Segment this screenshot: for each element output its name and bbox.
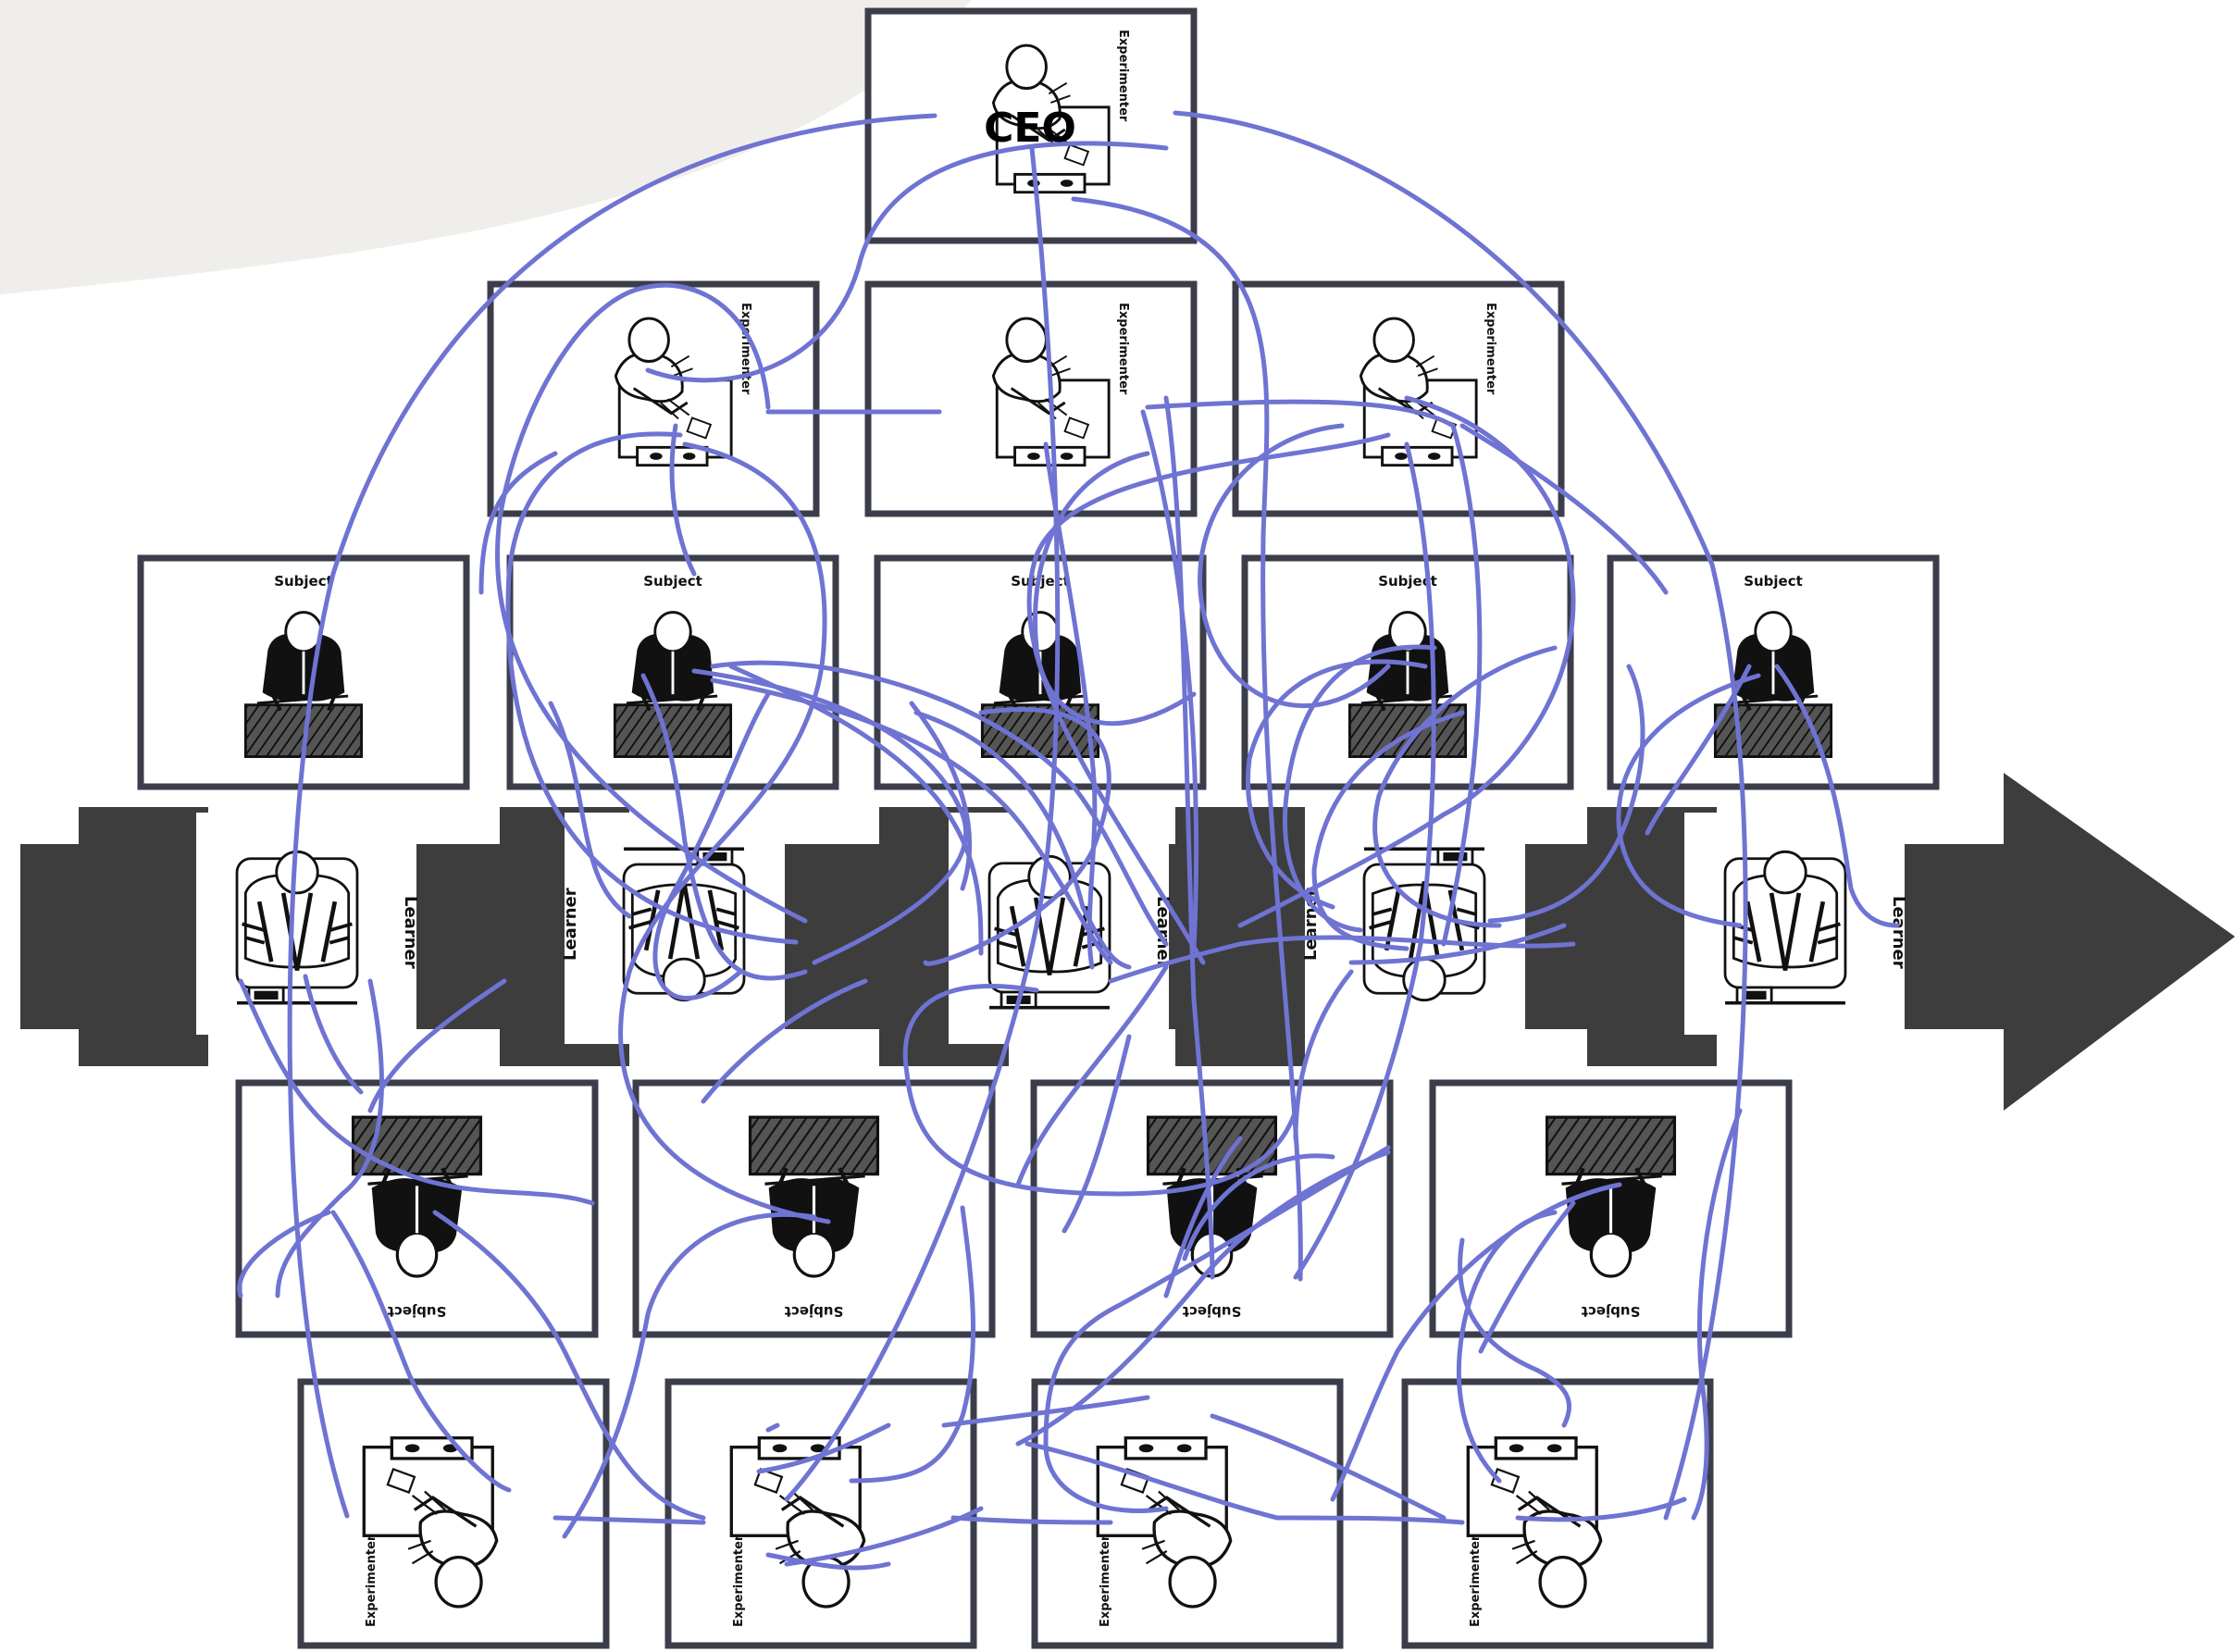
experimenter-panel-r2-3: Experimenter	[1235, 284, 1561, 514]
experimenter-panel-r6-2: Experimenter	[668, 1382, 974, 1646]
experimenter-panel-r6-3: Experimenter	[1035, 1382, 1340, 1646]
experimenter-label: Experimenter	[1099, 1534, 1112, 1627]
learner-label: Learner	[1889, 896, 1908, 969]
experimenter-label: Experimenter	[739, 303, 752, 395]
subject-panel-r5-2: Subject	[636, 1083, 992, 1335]
subject-label: Subject	[274, 573, 333, 590]
experimenter-label: Experimenter	[732, 1534, 746, 1627]
subject-label: Subject	[785, 1303, 844, 1320]
subject-panel-r3-2: Subject	[510, 558, 836, 787]
corner-wedge	[0, 0, 972, 294]
experimenter-label: Experimenter	[1116, 303, 1130, 395]
subject-label: Subject	[1744, 573, 1803, 590]
subject-label: Subject	[1582, 1303, 1641, 1320]
learner-label: Learner	[401, 896, 420, 969]
experimenter-label: Experimenter	[1484, 303, 1497, 395]
subject-label: Subject	[1183, 1303, 1242, 1320]
ceo-label: CEO	[984, 105, 1076, 152]
subject-panel-r3-5: Subject	[1610, 558, 1936, 787]
experimenter-panel-r6-4: Experimenter	[1405, 1382, 1710, 1646]
experimenter-label: Experimenter	[1116, 30, 1130, 122]
experimenter-label: Experimenter	[1469, 1534, 1483, 1627]
experimenter-label: Experimenter	[365, 1534, 379, 1627]
learner-panel-r4-1: Learner	[196, 813, 420, 1035]
learner-panel-r4-2: Learner	[561, 813, 785, 1044]
subject-label: Subject	[388, 1303, 447, 1320]
learner-label: Learner	[561, 888, 580, 961]
learner-figure-icon	[237, 851, 357, 1002]
experimenter-panel-r2-2: Experimenter	[868, 284, 1194, 514]
